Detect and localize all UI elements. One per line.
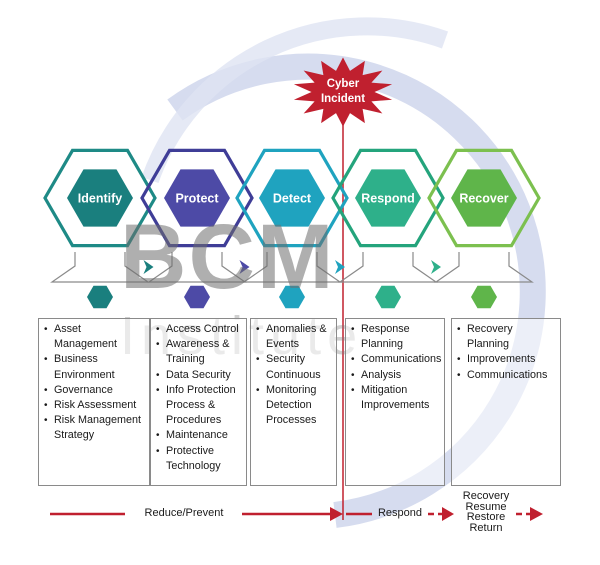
list-item: Mitigation Improvements — [350, 383, 441, 413]
respond-label: Respond — [361, 192, 414, 206]
phase-connectors — [50, 252, 534, 309]
connector-line — [50, 252, 150, 283]
chevron-icon — [239, 260, 250, 274]
detect-small-hexagon — [279, 285, 305, 309]
protect-list: Access Control Awareness & Training Data… — [150, 318, 247, 486]
list-item: Asset Management — [43, 322, 146, 352]
recovery-line: Return — [469, 521, 503, 534]
list-item: Access Control — [155, 322, 243, 337]
respond-arrowhead — [442, 507, 454, 521]
detect-list: Anomalies & Events Security Continuous M… — [250, 318, 337, 486]
list-item: Communications — [350, 352, 441, 367]
detect-hexagon — [259, 169, 325, 227]
connector-line — [434, 252, 534, 283]
detect-label: Detect — [273, 192, 312, 206]
recover-ring — [427, 148, 541, 248]
list-item: Data Security — [155, 368, 243, 383]
respond-label: Respond — [377, 507, 423, 519]
list-item: Governance — [43, 383, 146, 398]
chevron-icon — [143, 260, 154, 274]
connector-line — [147, 252, 247, 283]
connector-line — [242, 252, 342, 283]
identify-small-hexagon — [87, 285, 113, 309]
protect-hexagon — [164, 169, 230, 227]
list-item: Risk Assessment — [43, 398, 146, 413]
detect-ring — [235, 148, 349, 248]
reduce-prevent-label: Reduce/Prevent — [144, 507, 224, 519]
phase-hexagons: Identify Protect Detect Respond Recover — [43, 148, 541, 248]
identify-label: Identify — [78, 192, 122, 206]
badge-line1: Cyber — [327, 78, 360, 90]
respond-small-hexagon — [375, 285, 401, 309]
chevron-icon — [335, 260, 345, 274]
recovery-label: Recovery Resume Restore Return — [456, 491, 516, 533]
identify-hexagon — [67, 169, 133, 227]
list-item: Protective Technology — [155, 444, 243, 474]
list-item: Monitoring Detection Processes — [255, 383, 333, 429]
cyber-incident-badge: Cyber Incident — [293, 57, 393, 127]
bottom-flow — [50, 507, 543, 521]
identify-ring — [43, 148, 157, 248]
recover-small-hexagon — [471, 285, 497, 309]
recovery-line: Resume — [465, 500, 507, 513]
list-item: Communications — [456, 368, 557, 383]
list-item: Risk Management Strategy — [43, 413, 146, 443]
list-item: Business Environment — [43, 352, 146, 382]
recovery-line: Recovery — [462, 490, 510, 502]
connector-line — [338, 252, 438, 283]
protect-label: Protect — [175, 192, 219, 206]
list-item: Awareness & Training — [155, 337, 243, 367]
protect-ring — [140, 148, 254, 248]
list-item: Improvements — [456, 352, 557, 367]
list-item: Analysis — [350, 368, 441, 383]
identify-list: Asset Management Business Environment Go… — [38, 318, 150, 486]
list-item: Recovery Planning — [456, 322, 557, 352]
protect-small-hexagon — [184, 285, 210, 309]
respond-hexagon — [355, 169, 421, 227]
respond-list: Response Planning Communications Analysi… — [345, 318, 445, 486]
chevron-icon — [431, 260, 441, 274]
list-item: Maintenance — [155, 428, 243, 443]
list-item: Security Continuous — [255, 352, 333, 382]
recover-label: Recover — [459, 192, 508, 206]
list-item: Response Planning — [350, 322, 441, 352]
respond-ring — [331, 148, 445, 248]
badge-line2: Incident — [321, 93, 365, 105]
recover-list: Recovery Planning Improvements Communica… — [451, 318, 561, 486]
recovery-arrowhead — [530, 507, 543, 521]
list-item: Info Protection Process & Procedures — [155, 383, 243, 429]
list-item: Anomalies & Events — [255, 322, 333, 352]
reduce-arrowhead — [330, 507, 343, 521]
recovery-line: Restore — [466, 511, 506, 523]
recover-hexagon — [451, 169, 517, 227]
